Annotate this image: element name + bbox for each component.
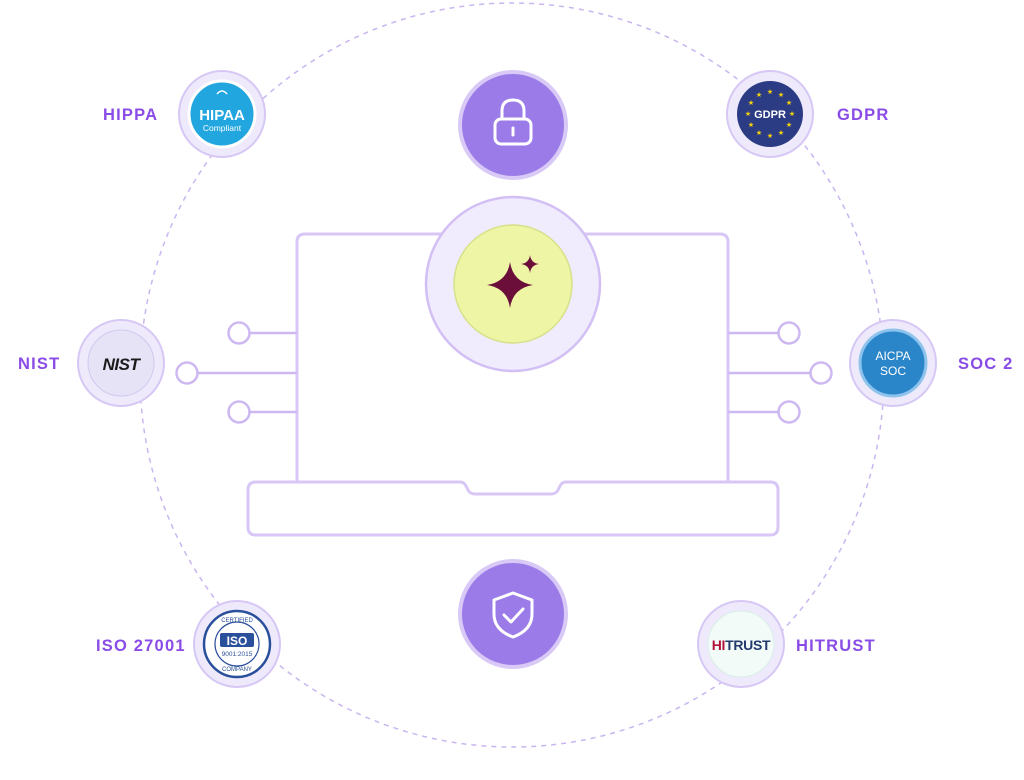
shield-check-icon <box>492 591 534 639</box>
svg-text:★: ★ <box>789 110 795 118</box>
svg-text:SOC: SOC <box>880 364 906 378</box>
svg-text:★: ★ <box>748 99 754 107</box>
iso-badge: CERTIFIED ISO 9001:2015 COMPANY <box>193 600 281 688</box>
label-hitrust: HITRUST <box>796 637 876 655</box>
svg-text:CERTIFIED: CERTIFIED <box>221 618 253 624</box>
svg-text:★: ★ <box>767 88 773 96</box>
svg-text:COMPANY: COMPANY <box>222 667 252 673</box>
svg-text:★: ★ <box>756 129 762 137</box>
label-nist: NIST <box>18 355 61 373</box>
aicpa-soc-badge: AICPA SOC <box>849 319 937 407</box>
svg-text:★: ★ <box>767 132 773 140</box>
svg-text:Compliant: Compliant <box>203 123 242 133</box>
svg-text:★: ★ <box>748 121 754 129</box>
svg-text:NIST: NIST <box>103 355 142 374</box>
svg-text:★: ★ <box>778 91 784 99</box>
svg-text:★: ★ <box>745 110 751 118</box>
center-hub <box>424 195 602 373</box>
svg-text:★: ★ <box>786 99 792 107</box>
svg-text:★: ★ <box>756 91 762 99</box>
shield-badge <box>458 559 568 669</box>
svg-text:★: ★ <box>778 129 784 137</box>
gdpr-badge: ★★★ ★★★ ★★★ ★★★ GDPR <box>726 70 814 158</box>
sparkle-icon <box>487 255 539 308</box>
svg-text:AICPA: AICPA <box>875 349 910 363</box>
nist-badge: NIST <box>77 319 165 407</box>
svg-text:ISO: ISO <box>227 634 248 648</box>
circuit-connectors <box>175 321 833 424</box>
svg-text:HIPAA: HIPAA <box>199 107 245 124</box>
lock-badge <box>458 70 568 180</box>
lock-icon <box>493 98 533 146</box>
svg-text:9001:2015: 9001:2015 <box>222 651 253 658</box>
eu-stars-icon: ★★★ ★★★ ★★★ ★★★ <box>745 88 795 140</box>
label-iso: ISO 27001 <box>96 637 186 655</box>
hipaa-badge: HIPAA Compliant <box>178 70 266 158</box>
svg-text:HITRUST: HITRUST <box>712 637 771 653</box>
svg-text:GDPR: GDPR <box>754 109 786 121</box>
label-hipaa: HIPPA <box>103 106 159 124</box>
label-gdpr: GDPR <box>837 106 890 124</box>
hitrust-badge: HITRUST <box>697 600 785 688</box>
svg-text:★: ★ <box>786 121 792 129</box>
label-soc2: SOC 2 <box>958 355 1014 373</box>
